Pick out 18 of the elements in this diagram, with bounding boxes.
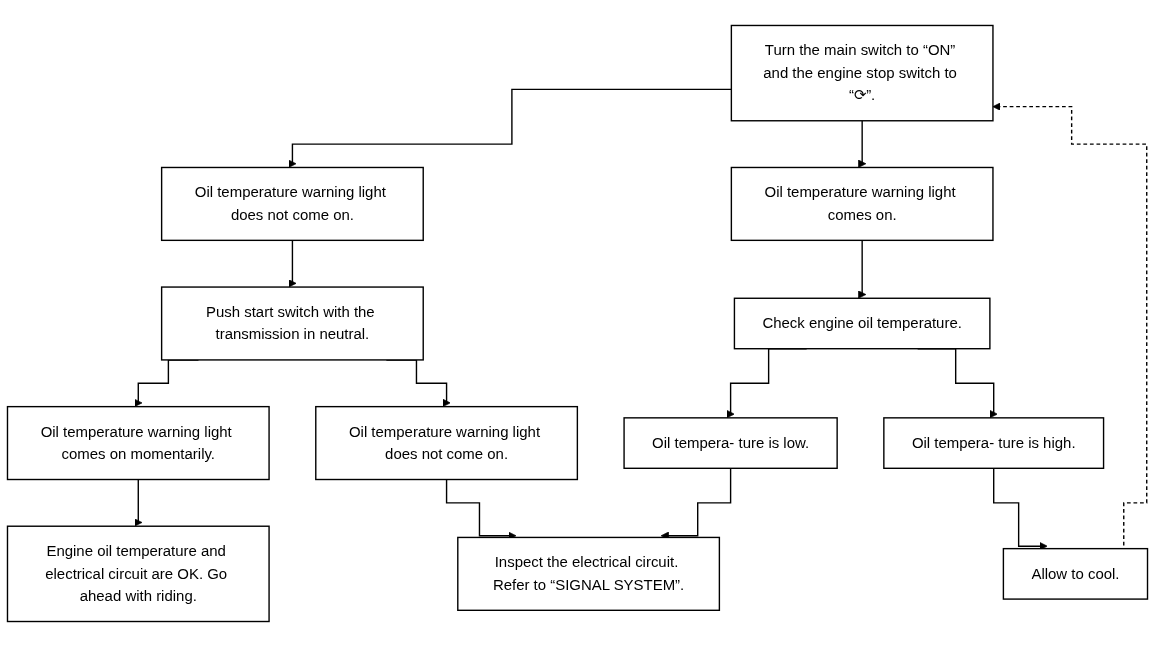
arrow [992, 102, 1148, 549]
node-box: Allow to cool. [1002, 547, 1149, 600]
node-box: Check engine oil temperature. [733, 297, 991, 349]
node-box: Inspect the electrical circuit. Refer to “SIGNAL SYSTEM”. [457, 536, 721, 611]
arrow [993, 467, 1048, 550]
arrow [858, 239, 867, 299]
node-box: Turn the main switch to “ON” and the engine stop switch to “⟳”. [730, 24, 994, 121]
arrow [288, 239, 297, 287]
node-box: Engine oil temperature and electrical circuit are OK. Go ahead with riding. [6, 525, 270, 622]
node-box: Oil temperature warning light does not come on. [315, 405, 579, 480]
node-box: Oil temperature warning light does not come on. [160, 166, 424, 241]
arrow [134, 478, 143, 527]
node-box: Oil temperature warning light comes on. [730, 166, 994, 241]
node-box: Oil tempera- ture is low. [623, 416, 838, 469]
arrow [858, 119, 867, 168]
node-box: Oil tempera- ture is high. [883, 416, 1105, 469]
node-box: Push start switch with the transmission in neutral. [160, 285, 424, 361]
node-box: Oil temperature warning light comes on momentarily. [6, 405, 270, 480]
